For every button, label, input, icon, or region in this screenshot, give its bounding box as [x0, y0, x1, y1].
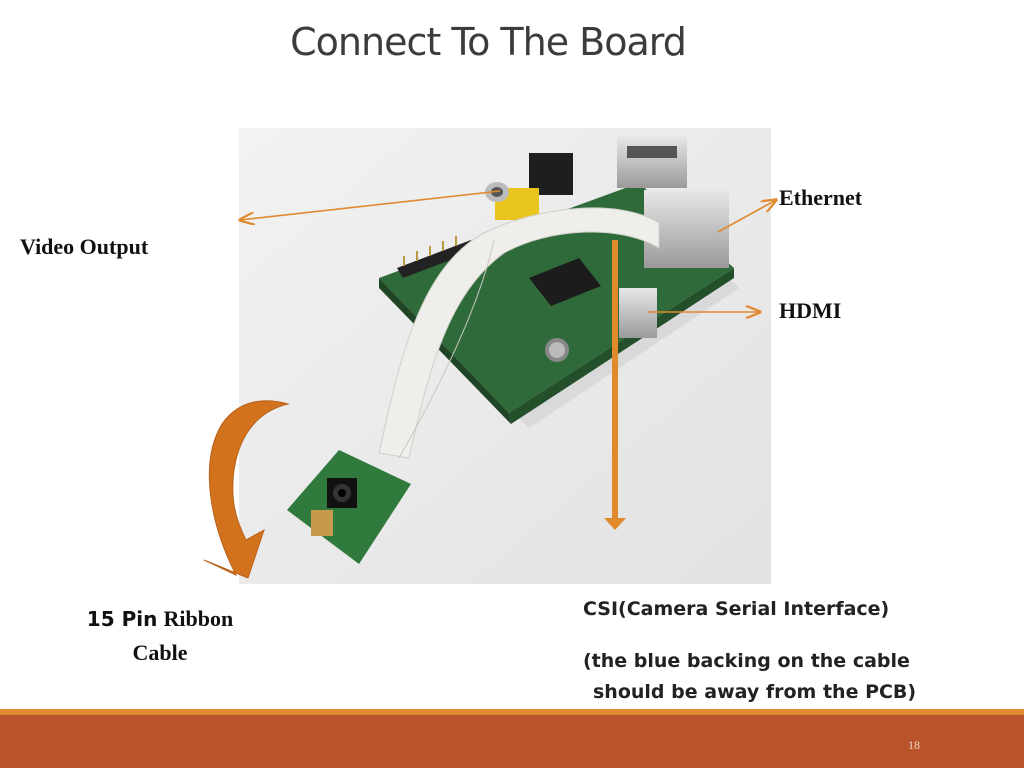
label-hdmi: HDMI [779, 298, 842, 323]
label-ribbon-part1: 15 Pin [86, 607, 158, 631]
camera-module [287, 450, 411, 564]
label-ribbon-part3: Cable [132, 640, 188, 665]
footer-bar [0, 715, 1024, 768]
rca-connector [485, 182, 539, 220]
soc-chip [529, 258, 601, 306]
label-video-output: Video Output [20, 234, 149, 259]
label-ethernet: Ethernet [779, 185, 863, 210]
gpio-header [397, 236, 477, 278]
note-line-1: (the blue backing on the cable [583, 650, 910, 672]
arrow-ethernet [717, 200, 776, 233]
arrow-video-output [240, 190, 501, 220]
label-csi: CSI(Camera Serial Interface) [583, 598, 890, 620]
arrow-csi [604, 240, 626, 530]
hdmi-port [619, 288, 657, 338]
page-number: 18 [908, 738, 920, 752]
footer-accent-line [0, 709, 1024, 715]
board-photo [239, 128, 771, 584]
ribbon-cable [378, 207, 660, 459]
label-ribbon-cable: 15 Pin Ribbon Cable [60, 602, 260, 670]
usb-port [617, 136, 687, 188]
note-line-2: should be away from the PCB) [593, 681, 917, 703]
slide-title: Connect To The Board [290, 20, 687, 64]
label-ribbon-part2: Ribbon [163, 606, 234, 631]
curved-arrow [203, 400, 290, 579]
